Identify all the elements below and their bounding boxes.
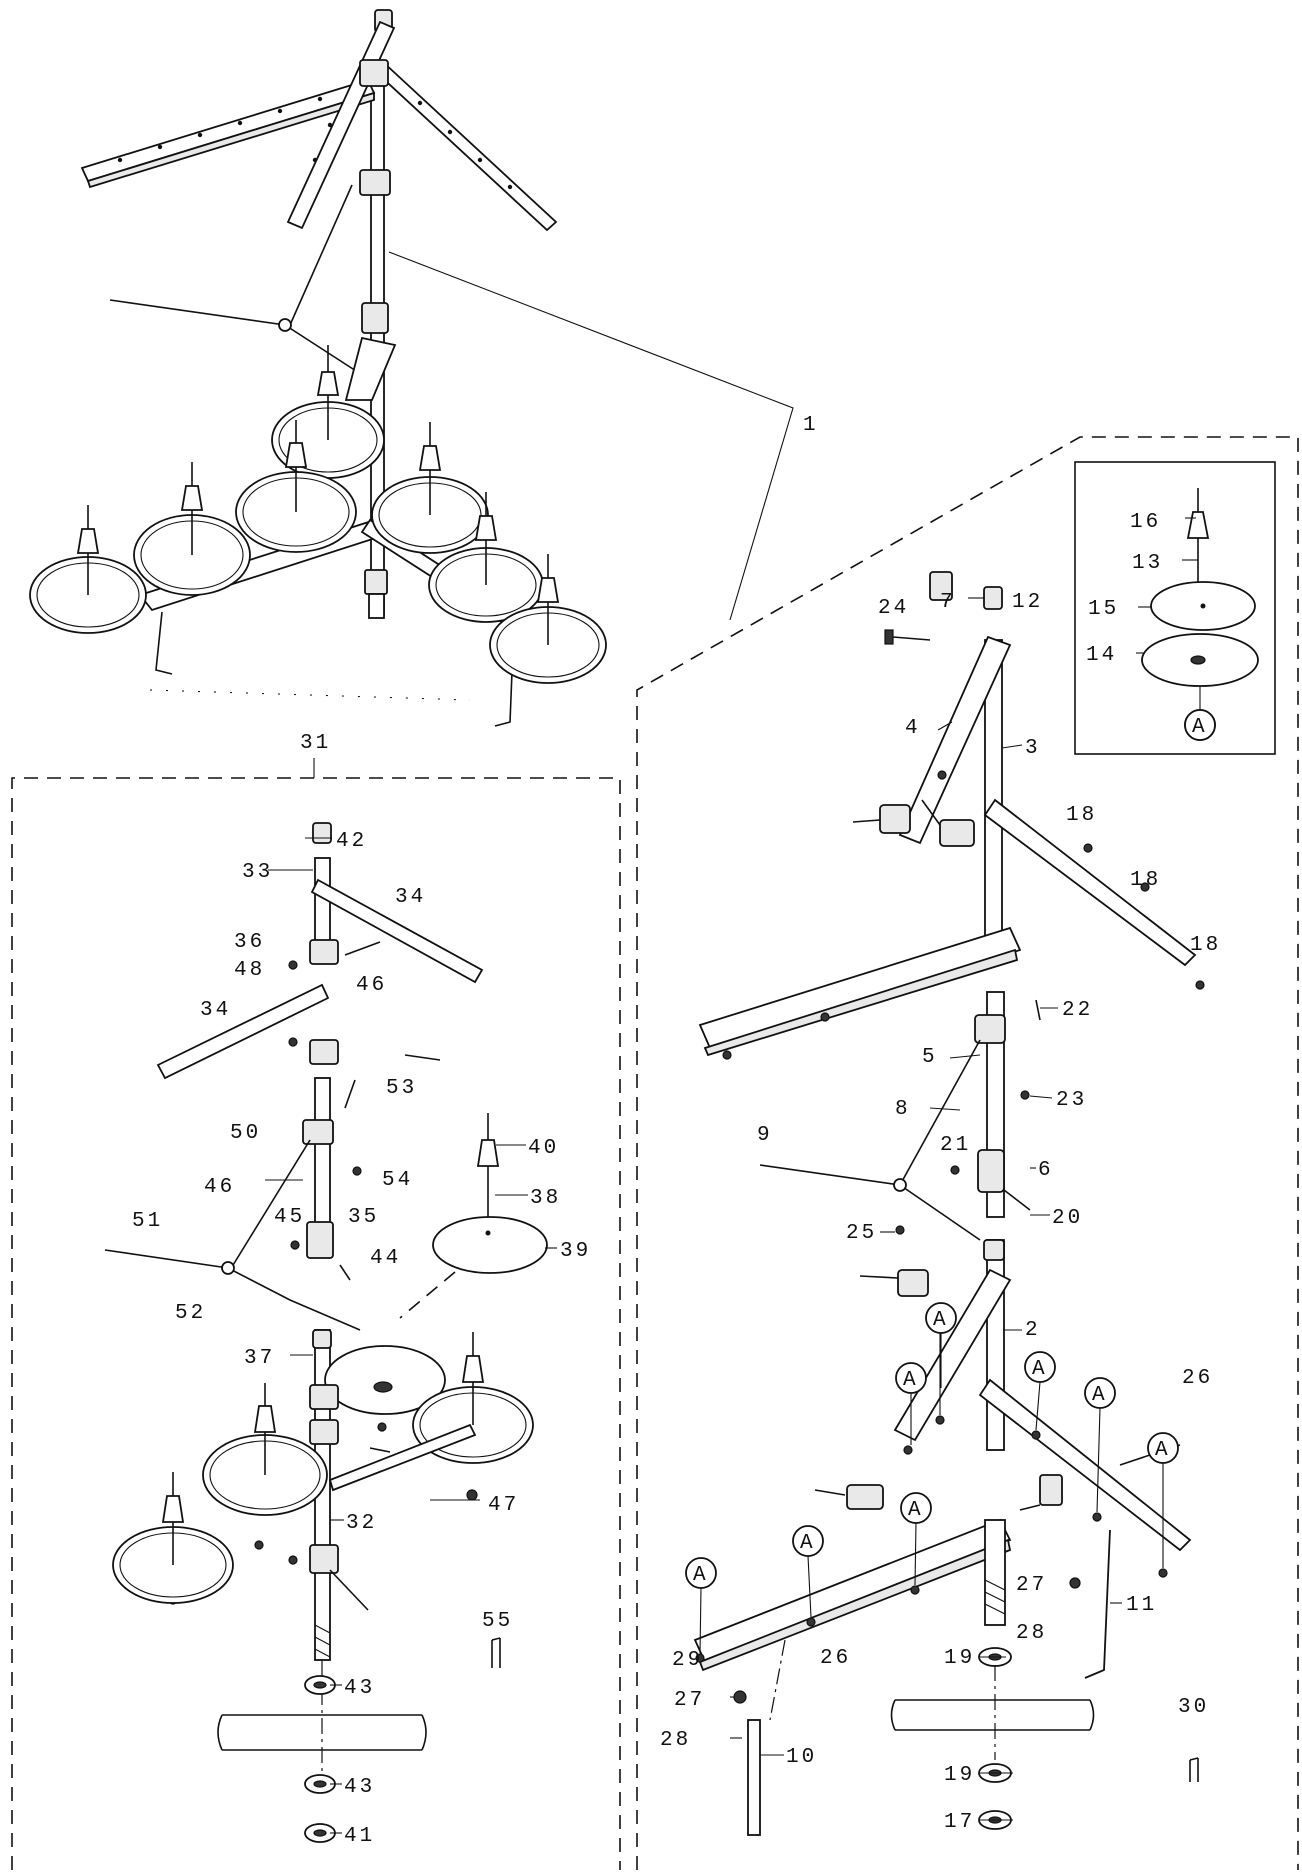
label-35: 35 — [348, 1206, 379, 1229]
svg-text:A: A — [1032, 1358, 1048, 1381]
label-26b: 26 — [820, 1647, 851, 1670]
ref-marker-a: A — [1084, 1377, 1116, 1409]
spool-inset-box — [1074, 461, 1276, 755]
label-47: 47 — [488, 1494, 519, 1517]
leader-1 — [388, 251, 794, 621]
label-42: 42 — [336, 830, 367, 853]
label-41: 41 — [344, 1825, 375, 1848]
label-30: 30 — [1178, 1696, 1209, 1719]
label-10: 10 — [786, 1746, 817, 1769]
svg-text:A: A — [800, 1532, 816, 1555]
label-43b: 43 — [344, 1776, 375, 1799]
svg-text:A: A — [908, 1499, 924, 1522]
label-6: 6 — [1038, 1159, 1054, 1182]
group-right-border — [636, 436, 1299, 1870]
label-15: 15 — [1088, 598, 1119, 621]
label-45: 45 — [274, 1206, 305, 1229]
label-48: 48 — [234, 959, 265, 982]
label-18c: 18 — [1190, 934, 1221, 957]
ref-marker-a: A — [895, 1362, 927, 1394]
label-19a: 19 — [944, 1647, 975, 1670]
label-19b: 19 — [944, 1764, 975, 1787]
label-24: 24 — [878, 597, 909, 620]
label-43a: 43 — [344, 1677, 375, 1700]
label-23: 23 — [1056, 1089, 1087, 1112]
spool-cones — [76, 345, 560, 645]
svg-text:A: A — [933, 1309, 949, 1332]
label-39: 39 — [560, 1240, 591, 1263]
svg-text:A: A — [1192, 716, 1208, 739]
label-13: 13 — [1132, 552, 1163, 575]
label-44: 44 — [370, 1247, 401, 1270]
label-37: 37 — [244, 1347, 275, 1370]
label-32: 32 — [346, 1512, 377, 1535]
reference-markers-right: A A A A A A A A A — [685, 709, 1216, 1654]
label-22: 22 — [1062, 999, 1093, 1022]
label-31: 31 — [300, 732, 331, 755]
svg-text:A: A — [1155, 1439, 1171, 1462]
label-1: 1 — [803, 414, 819, 437]
label-14: 14 — [1086, 644, 1117, 667]
label-17: 17 — [944, 1811, 975, 1834]
label-46a: 46 — [356, 974, 387, 997]
part-labels: 16 13 15 14 24 7 12 4 3 18 18 18 22 5 23… — [132, 511, 1221, 1848]
label-52: 52 — [175, 1302, 206, 1325]
label-20: 20 — [1052, 1207, 1083, 1230]
ref-marker-a: A — [1147, 1432, 1179, 1464]
label-27b: 27 — [674, 1689, 705, 1712]
label-28b: 28 — [660, 1729, 691, 1752]
label-28a: 28 — [1016, 1622, 1047, 1645]
label-54: 54 — [382, 1169, 413, 1192]
label-50: 50 — [230, 1122, 261, 1145]
left-exploded-assembly — [104, 822, 548, 1843]
label-38: 38 — [530, 1187, 561, 1210]
label-2: 2 — [1025, 1319, 1041, 1342]
ref-marker-a: A — [685, 1557, 717, 1589]
label-53: 53 — [386, 1077, 417, 1100]
spool-discs — [29, 401, 607, 684]
ref-marker-a: A — [1184, 709, 1216, 741]
label-4: 4 — [905, 717, 921, 740]
label-18b: 18 — [1130, 869, 1161, 892]
svg-text:A: A — [693, 1564, 709, 1587]
right-exploded-assembly — [693, 488, 1259, 1836]
label-26a: 26 — [1182, 1367, 1213, 1390]
label-40: 40 — [528, 1137, 559, 1160]
label-9: 9 — [757, 1124, 773, 1147]
label-25: 25 — [846, 1222, 877, 1245]
label-3: 3 — [1025, 737, 1041, 760]
label-27a: 27 — [1016, 1574, 1047, 1597]
label-5: 5 — [922, 1046, 938, 1069]
ref-marker-a: A — [925, 1302, 957, 1334]
label-12: 12 — [1012, 591, 1043, 614]
assembled-thread-stand — [29, 9, 607, 727]
label-36: 36 — [234, 931, 265, 954]
label-8: 8 — [895, 1098, 911, 1121]
label-55: 55 — [482, 1610, 513, 1633]
label-46b: 46 — [204, 1176, 235, 1199]
label-34a: 34 — [395, 886, 426, 909]
leader-lines — [265, 517, 1198, 1834]
ref-marker-a: A — [1024, 1351, 1056, 1383]
label-29: 29 — [672, 1649, 703, 1672]
label-34b: 34 — [200, 999, 231, 1022]
label-33: 33 — [242, 861, 273, 884]
label-7: 7 — [940, 591, 956, 614]
arm-holes — [117, 96, 513, 190]
svg-text:A: A — [1092, 1384, 1108, 1407]
label-11: 11 — [1126, 1594, 1157, 1617]
label-21: 21 — [940, 1134, 971, 1157]
label-18a: 18 — [1066, 804, 1097, 827]
label-51: 51 — [132, 1210, 163, 1233]
ref-marker-a: A — [792, 1525, 824, 1557]
ref-marker-a: A — [900, 1492, 932, 1524]
label-16: 16 — [1130, 511, 1161, 534]
svg-text:A: A — [903, 1369, 919, 1392]
